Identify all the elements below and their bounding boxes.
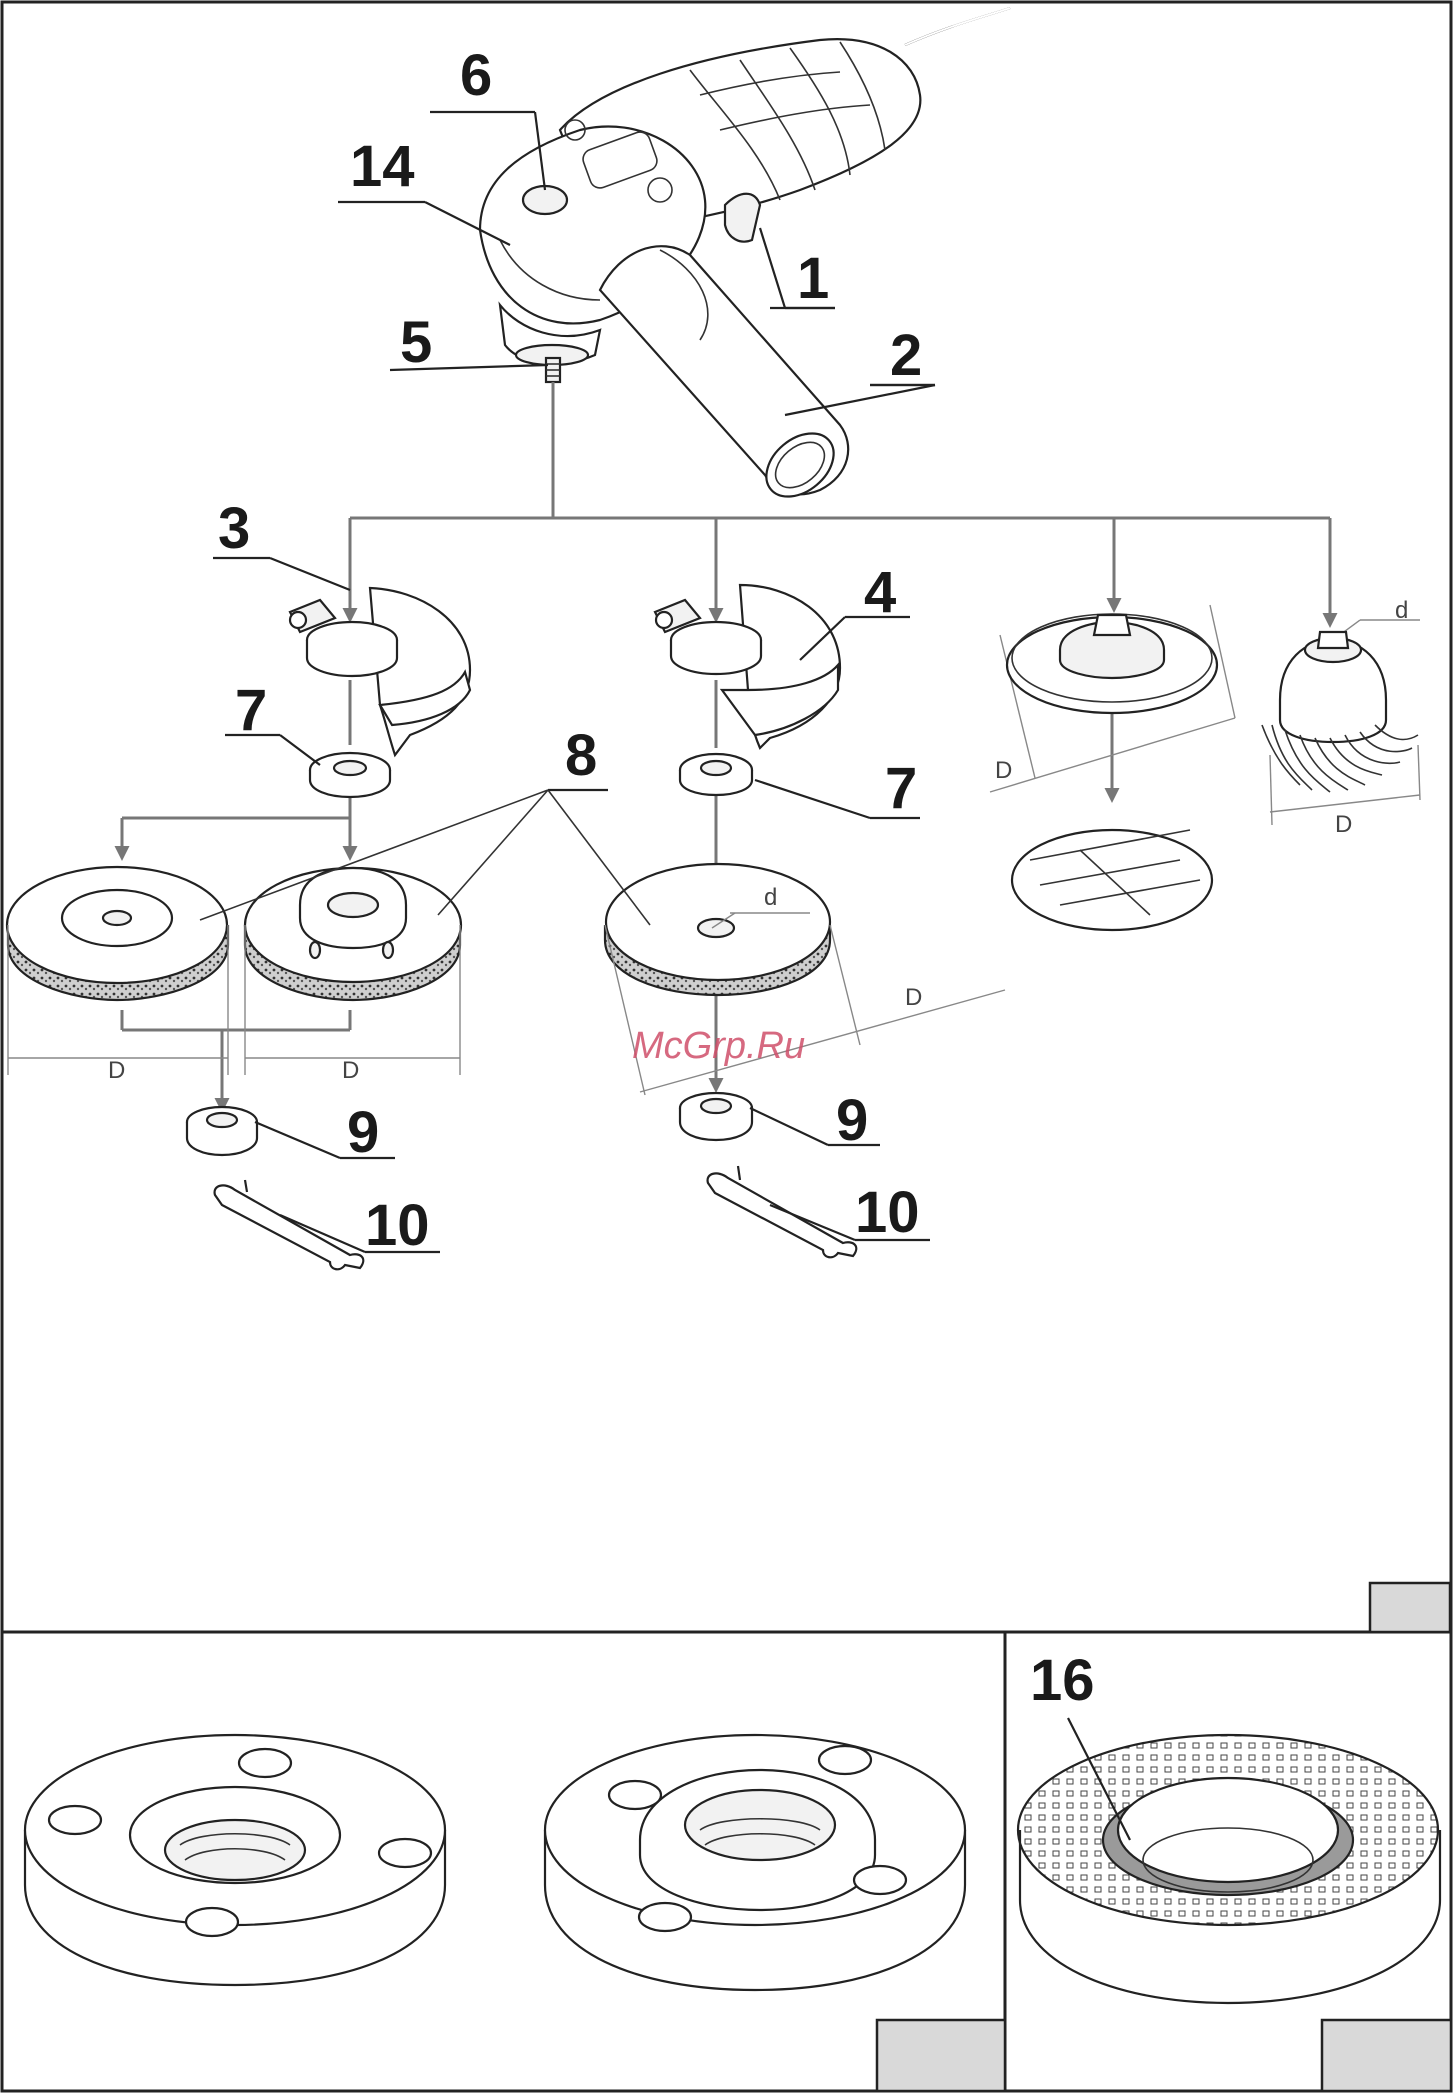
dim-d-cut: d bbox=[764, 884, 777, 911]
label-1: 1 bbox=[797, 246, 829, 311]
wheel-guard-3 bbox=[290, 588, 470, 755]
dim-d-brush: d bbox=[1395, 597, 1408, 624]
label-16: 16 bbox=[1030, 1648, 1095, 1713]
label-9-mid: 9 bbox=[836, 1088, 868, 1153]
grinding-wheel-depressed bbox=[245, 868, 461, 1000]
wire-cup-brush bbox=[1262, 632, 1418, 792]
figure-tab-bottom-left bbox=[877, 2020, 1005, 2091]
assembly-arrows bbox=[122, 382, 1330, 1110]
label-10-mid: 10 bbox=[855, 1180, 920, 1245]
inner-flange-7-left bbox=[310, 753, 390, 797]
grinding-wheel-flat bbox=[7, 867, 228, 1000]
label-4: 4 bbox=[864, 560, 896, 625]
label-7-left: 7 bbox=[235, 678, 267, 743]
label-10-left: 10 bbox=[365, 1193, 430, 1258]
angle-grinder bbox=[480, 8, 1010, 509]
label-14: 14 bbox=[350, 134, 415, 199]
label-2: 2 bbox=[890, 323, 922, 388]
watermark: McGrp.Ru bbox=[632, 1025, 805, 1067]
dim-D-brush: D bbox=[1335, 811, 1352, 838]
wheel-guard-4 bbox=[655, 585, 840, 748]
label-8: 8 bbox=[565, 723, 597, 788]
dim-D-wheel1: D bbox=[108, 1057, 125, 1084]
label-9-left: 9 bbox=[347, 1100, 379, 1165]
label-7-mid: 7 bbox=[885, 756, 917, 821]
quick-clamp-nut-16 bbox=[1018, 1718, 1440, 2003]
inner-flange-7-mid bbox=[680, 754, 752, 795]
pin-spanner-10-left bbox=[215, 1180, 364, 1269]
label-3: 3 bbox=[218, 496, 250, 561]
dim-D-pad: D bbox=[995, 757, 1012, 784]
figure-tab-bottom-right bbox=[1322, 2020, 1451, 2091]
label-6: 6 bbox=[460, 43, 492, 108]
dim-D-cut: D bbox=[905, 984, 922, 1011]
figure-tab-top bbox=[1370, 1583, 1450, 1632]
dim-D-wheel2: D bbox=[342, 1057, 359, 1084]
outer-flange-9-left bbox=[187, 1107, 257, 1155]
label-5: 5 bbox=[400, 310, 432, 375]
flange-nut-b bbox=[545, 1735, 965, 1990]
flange-nut-a bbox=[25, 1735, 445, 1985]
outer-flange-9-mid bbox=[680, 1093, 752, 1140]
cutting-disc bbox=[605, 864, 830, 995]
pin-spanner-10-mid bbox=[708, 1166, 857, 1257]
